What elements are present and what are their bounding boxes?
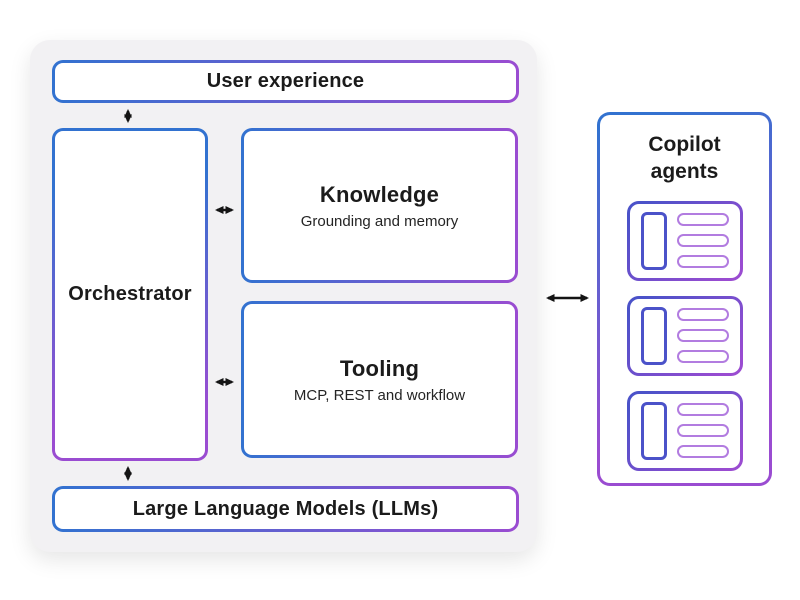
- tooling-box: Tooling MCP, REST and workflow: [241, 301, 518, 458]
- knowledge-title: Knowledge: [319, 181, 440, 207]
- llms-label: Large Language Models (LLMs): [132, 497, 439, 520]
- copilot-agent-card-icon: [627, 201, 743, 281]
- copilot-agents-title: Copilot agents: [648, 133, 721, 184]
- llms-box: Large Language Models (LLMs): [52, 486, 519, 532]
- orchestrator-label: Orchestrator: [68, 283, 192, 305]
- agent-avatar-icon: [640, 211, 667, 270]
- agent-text-lines-icon: [676, 213, 729, 269]
- knowledge-subtitle: Grounding and memory: [300, 212, 459, 230]
- tooling-title: Tooling: [339, 355, 420, 381]
- agent-avatar-icon: [640, 306, 667, 365]
- user-experience-label: User experience: [206, 70, 365, 92]
- orchestrator-box: Orchestrator: [52, 128, 208, 461]
- user-experience-box: User experience: [52, 60, 519, 103]
- tooling-subtitle: MCP, REST and workflow: [293, 386, 466, 404]
- agent-text-lines-icon: [676, 308, 729, 364]
- knowledge-box: Knowledge Grounding and memory: [241, 128, 518, 283]
- copilot-agents-panel: Copilot agents: [597, 112, 772, 486]
- copilot-agent-card-icon: [627, 391, 743, 471]
- copilot-agent-card-icon: [627, 296, 743, 376]
- agent-avatar-icon: [640, 401, 667, 460]
- agent-text-lines-icon: [676, 403, 729, 459]
